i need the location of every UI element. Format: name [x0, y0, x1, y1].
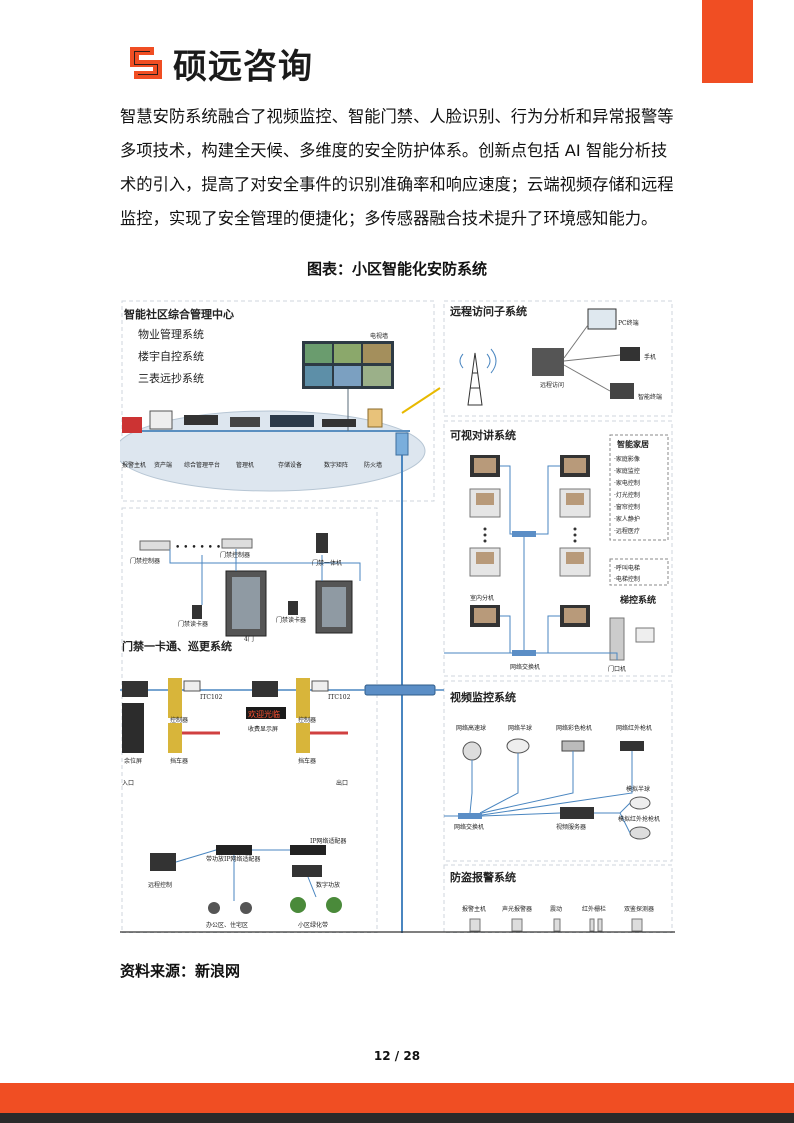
- access-label: 门禁读卡器: [178, 620, 208, 628]
- smart-home-item: ·远程医疗: [614, 527, 640, 535]
- video-label: 网络彩色枪机: [556, 724, 592, 732]
- parking-label: 入口: [122, 780, 134, 787]
- paragraph-line: 智慧安防系统融合了视频监控、智能门禁、人脸识别、行为分析和异常报警等: [120, 107, 674, 126]
- access-devices: • • • • • •: [139, 533, 361, 637]
- security-system-diagram: 智能社区综合管理中心 物业管理系统 楼宇自控系统 三表远抄系统 电视墙 报警主机: [114, 293, 675, 934]
- led-text: 欢迎光临: [248, 709, 280, 719]
- alarm-label: 双鉴探测器: [624, 905, 654, 913]
- brand-mark-icon: [130, 47, 162, 79]
- broadcast-label: 办公区、住宅区: [206, 921, 248, 929]
- smart-home-item: ·窗帘控制: [614, 503, 640, 511]
- video-label: 网络交换机: [454, 823, 484, 831]
- video-label: 网络红外枪机: [616, 724, 652, 732]
- parking-label: 出口: [336, 779, 348, 787]
- broadcast-label: 数字功放: [316, 881, 340, 889]
- alarm-label: 报警主机: [462, 905, 486, 913]
- access-title: 门禁一卡通、巡更系统: [122, 639, 232, 653]
- footer-dark-band: [0, 1113, 794, 1123]
- device-label: 存储设备: [278, 461, 302, 469]
- footer-accent-band: [0, 1083, 794, 1113]
- parking-label: 挡车器: [298, 757, 316, 765]
- camera-devices: [458, 738, 651, 840]
- broadcast-label: 带功放IP网络适配器: [206, 855, 260, 863]
- device-label: 报警主机: [122, 461, 146, 469]
- paragraph-line: 多项技术，构建全天候、多维度的安全防护体系。创新点包括 AI 智能分析技: [120, 141, 668, 160]
- access-label: 门禁控制器: [220, 551, 250, 559]
- figure-title: 图表：小区智能化安防系统: [306, 260, 487, 278]
- center-item: 楼宇自控系统: [138, 349, 204, 363]
- remote-label: PC终端: [618, 319, 639, 327]
- intercom-title: 可视对讲系统: [450, 428, 516, 442]
- brand-logo: 硕远咨询: [128, 42, 313, 87]
- alarm-label: 红外栅栏: [582, 905, 606, 913]
- device-label: 资产端: [154, 461, 172, 469]
- intercom-label: 网络交换机: [510, 663, 540, 671]
- center-devices: [122, 408, 383, 433]
- source-note: 资料来源：新浪网: [120, 962, 241, 980]
- smart-home-item: ·家人静护: [614, 515, 640, 523]
- center-item: 物业管理系统: [138, 327, 204, 341]
- parking-label: 控制器: [298, 716, 316, 724]
- remote-label: 远程访问: [540, 381, 564, 389]
- call-item: ·呼叫电梯: [614, 564, 640, 572]
- parking-label: ITC102: [328, 694, 351, 701]
- center-title: 智能社区综合管理中心: [124, 307, 234, 321]
- video-label: 网络半球: [508, 724, 532, 732]
- smart-home-item: ·家庭影像: [614, 455, 640, 463]
- access-label: 4门: [244, 635, 254, 643]
- brand-name: 硕远咨询: [173, 46, 313, 87]
- parking-label: ITC102: [200, 694, 223, 701]
- remote-label: 手机: [644, 353, 656, 361]
- alarm-title: 防盗报警系统: [450, 870, 516, 884]
- elevator-title: 梯控系统: [620, 594, 656, 606]
- intercom-units: [469, 455, 655, 661]
- device-label: 管理机: [236, 461, 254, 469]
- alarm-label: 震动: [550, 906, 562, 913]
- broadcast-label: IP网络适配器: [310, 837, 346, 845]
- parking-devices: [122, 678, 348, 753]
- broadcast-label: 小区绿化带: [298, 921, 328, 929]
- video-label: 网络高速球: [456, 724, 486, 732]
- video-label: 模拟红外抢枪机: [618, 815, 660, 823]
- call-item: ·电梯控制: [614, 575, 640, 583]
- video-label: 视频服务器: [556, 823, 586, 831]
- access-label: 门禁控制器: [130, 557, 160, 565]
- center-item: 三表远抄系统: [138, 371, 204, 385]
- remote-title: 远程访问子系统: [450, 304, 527, 318]
- broadcast-devices: [150, 845, 342, 914]
- parking-label: 收费显示屏: [248, 725, 278, 733]
- remote-label: 智能终端: [638, 393, 662, 401]
- device-label: 综合管理平台: [184, 461, 220, 469]
- parking-label: 余位屏: [124, 757, 142, 765]
- device-label: 防火墙: [364, 461, 382, 469]
- smart-home-item: ·家电控制: [614, 479, 640, 487]
- parking-label: 挡车器: [170, 757, 188, 765]
- access-label: 门禁一体机: [312, 559, 342, 567]
- parking-label: 控制器: [170, 716, 188, 724]
- access-label: 门禁读卡器: [276, 616, 306, 624]
- device-label: 数字矩阵: [324, 461, 348, 469]
- intercom-label: 室内分机: [470, 594, 494, 602]
- corner-accent-tab: [702, 0, 753, 83]
- video-label: 模拟半球: [626, 785, 650, 793]
- svg-text:• • • • • •: • • • • • •: [175, 543, 221, 553]
- broadcast-label: 远程控制: [148, 881, 172, 889]
- intercom-label: 门口机: [608, 665, 626, 673]
- paragraph-line: 术的引入，提高了对安全事件的识别准确率和响应速度；云端视频存储和远程: [120, 175, 674, 194]
- alarm-devices: [469, 918, 643, 932]
- video-wall-label: 电视墙: [370, 332, 388, 340]
- cell-tower: [459, 348, 497, 406]
- smart-home-item: ·灯光控制: [614, 491, 640, 499]
- page-number: 12 / 28: [373, 1049, 421, 1063]
- smart-home-item: ·家庭监控: [614, 467, 640, 475]
- smart-home-title: 智能家居: [617, 439, 649, 449]
- alarm-label: 声光报警器: [502, 905, 532, 913]
- paragraph-line: 监控，实现了安全管理的便捷化；多传感器融合技术提升了环境感知能力。: [120, 209, 658, 228]
- body-paragraph: 智慧安防系统融合了视频监控、智能门禁、人脸识别、行为分析和异常报警等 多项技术，…: [120, 100, 680, 236]
- video-title: 视频监控系统: [450, 690, 516, 704]
